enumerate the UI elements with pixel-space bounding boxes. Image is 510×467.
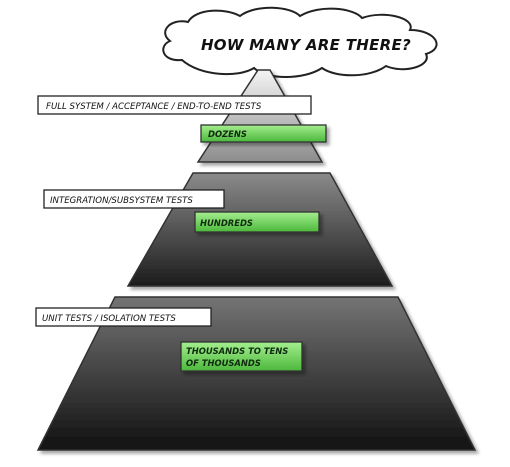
question-text: HOW MANY ARE THERE? bbox=[201, 36, 411, 54]
question-cloud: HOW MANY ARE THERE? bbox=[162, 6, 438, 78]
tier-middle-count-box bbox=[194, 211, 320, 233]
tier-top-count: DOZENS bbox=[208, 129, 247, 139]
tier-middle-label: INTEGRATION/SUBSYSTEM TESTS bbox=[50, 196, 193, 206]
tier-bottom-label: UNIT TESTS / ISOLATION TESTS bbox=[42, 314, 176, 324]
tier-bottom-count-line-2: OF THOUSANDS bbox=[186, 358, 261, 368]
tier-bottom-label-box bbox=[35, 307, 212, 327]
tier-middle-count: HUNDREDS bbox=[200, 218, 253, 228]
tier-top-shape bbox=[196, 69, 324, 163]
tier-bottom-count-line-1: THOUSANDS TO TENS bbox=[186, 346, 288, 356]
tier-bottom-shape bbox=[36, 296, 477, 451]
tier-top-count-box bbox=[200, 124, 327, 143]
cloud-shape bbox=[162, 6, 438, 78]
tier-top-label: FULL SYSTEM / ACCEPTANCE / END-TO-END TE… bbox=[46, 102, 262, 112]
pyramid-tier-middle: INTEGRATION/SUBSYSTEM TESTS HUNDREDS bbox=[43, 172, 394, 287]
tier-top-label-box bbox=[37, 95, 312, 115]
tier-middle-label-box bbox=[43, 189, 225, 209]
tier-bottom-count-box bbox=[180, 341, 303, 372]
pyramid-tier-bottom: UNIT TESTS / ISOLATION TESTS THOUSANDS T… bbox=[35, 296, 477, 451]
pyramid-tier-top: FULL SYSTEM / ACCEPTANCE / END-TO-END TE… bbox=[37, 69, 327, 163]
